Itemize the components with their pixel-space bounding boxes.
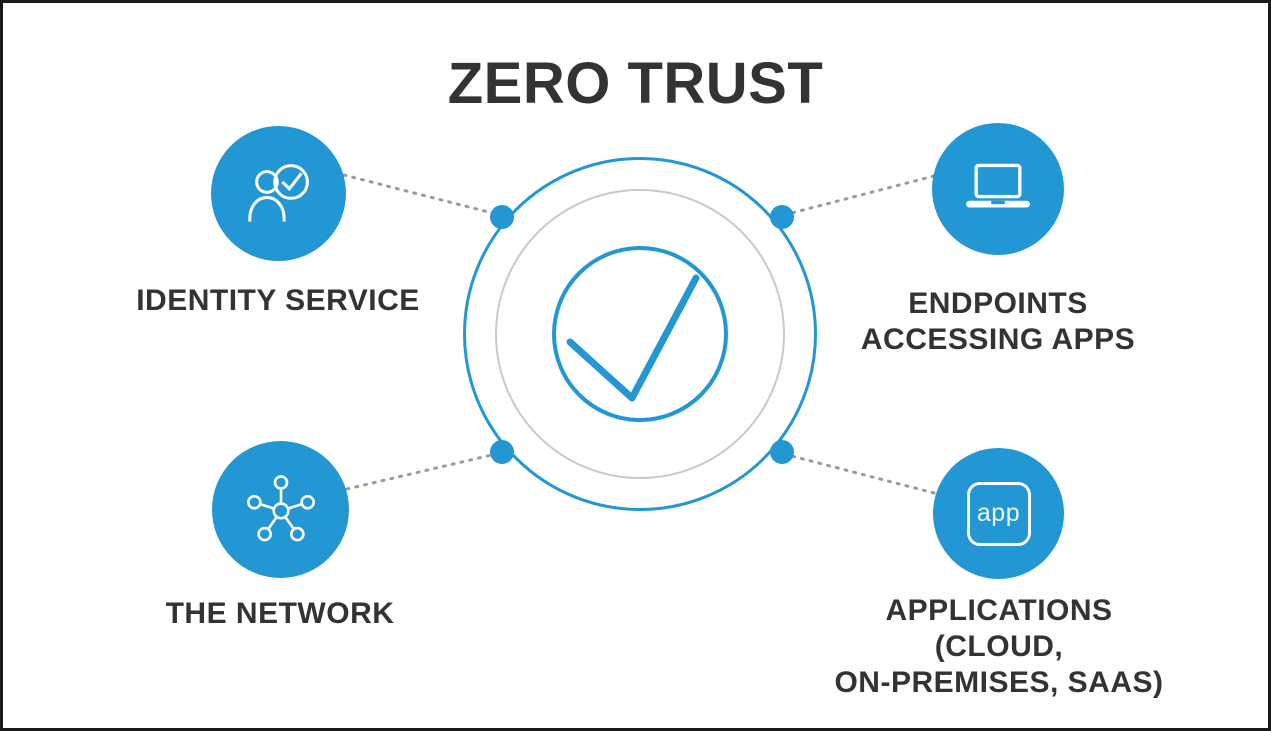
network-hub-icon <box>246 474 315 541</box>
applications-node: app <box>933 448 1064 579</box>
endpoints-node <box>932 123 1064 255</box>
network-node <box>212 441 349 578</box>
user-verified-icon <box>247 163 309 222</box>
connector-identity <box>342 173 502 217</box>
connector-dot-bottom-right <box>770 440 794 464</box>
diagram-title: ZERO TRUST <box>447 51 824 116</box>
app-badge-icon: app <box>966 481 1031 546</box>
endpoints-label: ENDPOINTS ACCESSING APPS <box>860 287 1136 356</box>
checkmark-icon <box>566 274 700 402</box>
connector-network <box>345 451 502 491</box>
network-label: THE NETWORK <box>165 597 395 630</box>
identity-service-label: IDENTITY SERVICE <box>136 284 420 317</box>
connector-endpoints <box>782 174 936 217</box>
app-badge-text: app <box>976 499 1021 527</box>
connector-applications <box>782 452 936 495</box>
inner-gray-ring <box>495 189 785 479</box>
identity-service-node <box>211 126 346 261</box>
laptop-icon <box>966 163 1030 208</box>
connector-dot-top-left <box>490 205 514 229</box>
connector-dot-top-right <box>770 205 794 229</box>
applications-label: APPLICATIONS (CLOUD, ON-PREMISES, SAAS) <box>834 594 1164 699</box>
center-check-circle <box>552 246 728 422</box>
outer-ring <box>463 157 817 511</box>
connector-dot-bottom-left <box>490 440 514 464</box>
